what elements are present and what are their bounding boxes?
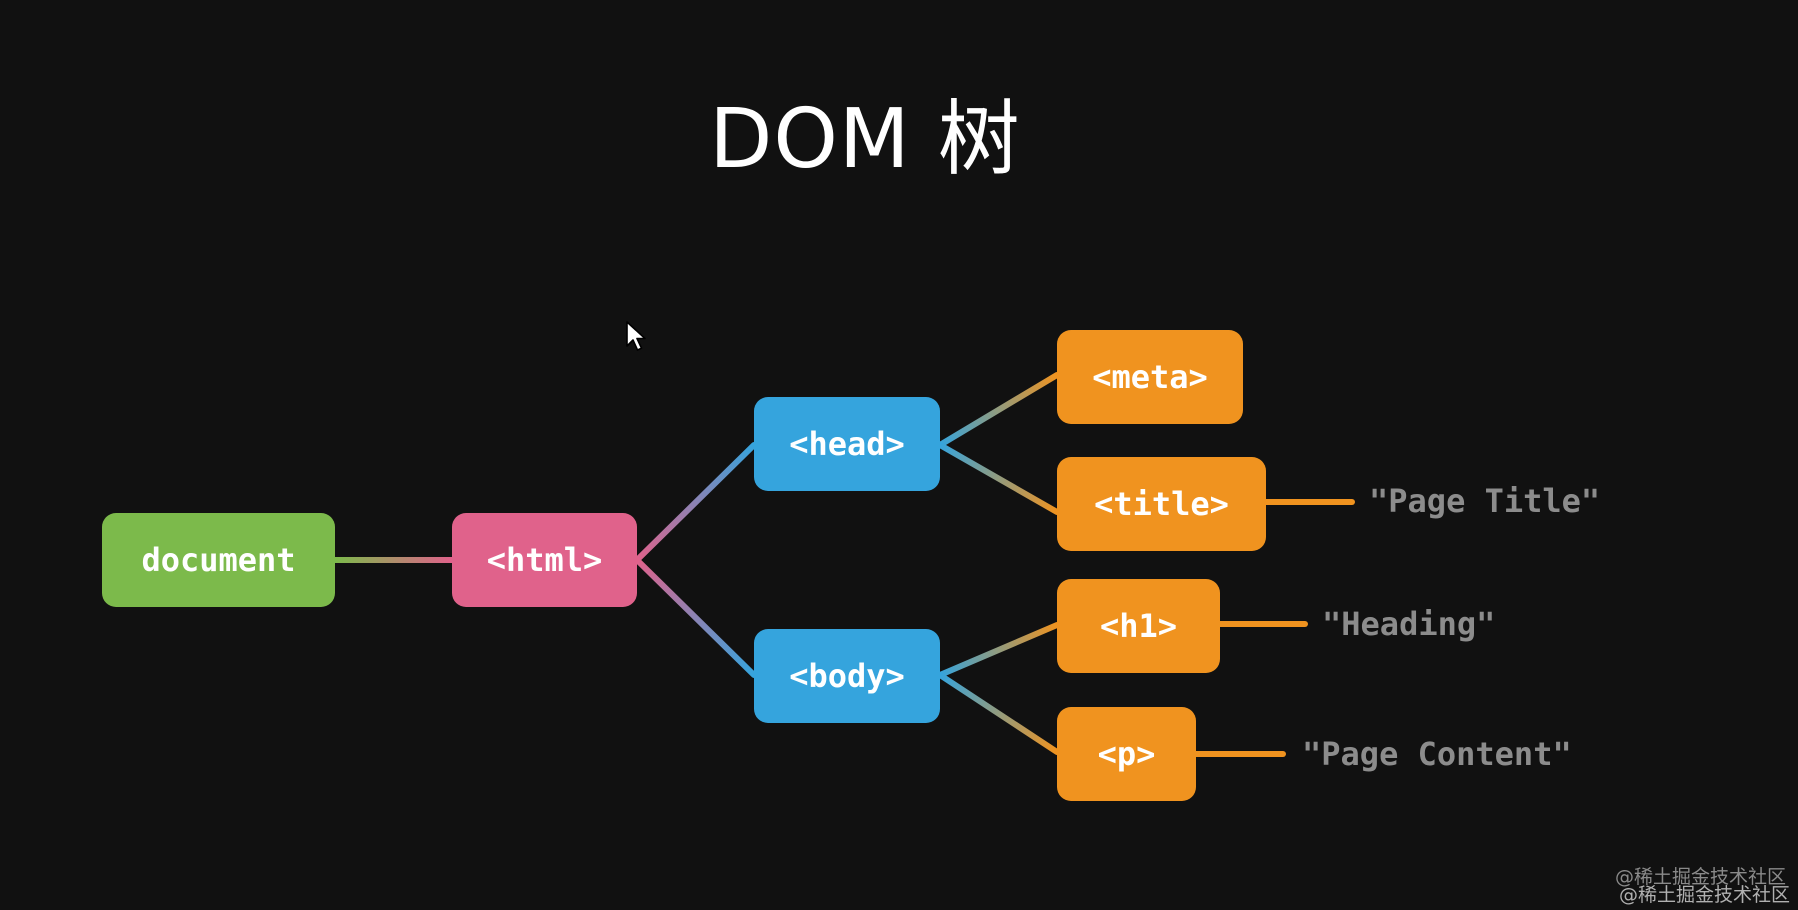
watermark: @稀土掘金技术社区 xyxy=(1614,866,1786,888)
node-h1: <h1> xyxy=(1057,579,1220,673)
node-body: <body> xyxy=(754,629,940,723)
edge-head-meta xyxy=(937,372,1060,448)
page-title: DOM 树 xyxy=(709,92,1021,187)
edge-body-p xyxy=(937,672,1060,755)
text-node-page-title: "Page Title" xyxy=(1369,482,1601,520)
text-node-page-content: "Page Content" xyxy=(1302,735,1572,773)
node-document: document xyxy=(102,513,335,607)
node-html: <html> xyxy=(452,513,637,607)
watermark: @稀土掘金技术社区 xyxy=(1618,884,1790,906)
edge-body-h1 xyxy=(937,622,1060,678)
edge-html-body xyxy=(634,557,757,678)
node-head: <head> xyxy=(754,397,940,491)
node-title: <title> xyxy=(1057,457,1266,551)
mouse-pointer-icon xyxy=(625,320,649,358)
edge-html-head xyxy=(634,442,757,563)
node-meta: <meta> xyxy=(1057,330,1243,424)
node-p: <p> xyxy=(1057,707,1196,801)
edge-head-title xyxy=(937,442,1060,515)
text-node-heading: "Heading" xyxy=(1322,605,1496,643)
